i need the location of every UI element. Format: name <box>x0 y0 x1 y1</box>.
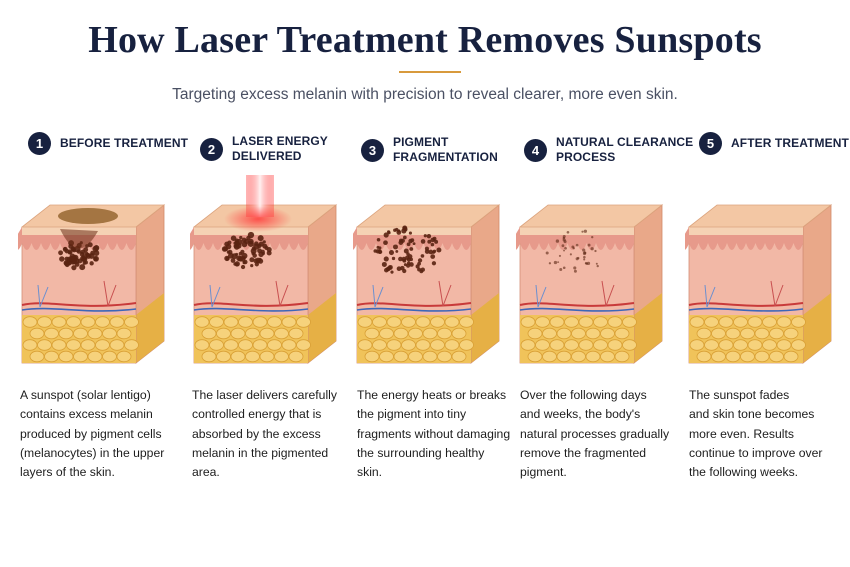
step-title: BEFORE TREATMENT <box>60 136 189 150</box>
page-title: How Laser Treatment Removes Sunspots <box>88 19 762 61</box>
step-2-header: 2 LASER ENERGY DELIVERED <box>200 134 328 164</box>
step-title: PIGMENT FRAGMENTATION <box>393 135 498 164</box>
step-number-badge: 5 <box>699 132 722 155</box>
step-5-header: 5 AFTER TREATMENT <box>699 132 849 155</box>
skin-block-fragmentation <box>353 204 501 364</box>
step-3-description: The energy heats or breaks the pigment i… <box>357 388 511 480</box>
step-title: AFTER TREATMENT <box>731 136 849 150</box>
step-5-description: The sunspot fades and skin tone becomes … <box>689 388 823 480</box>
step-1-header: 1 BEFORE TREATMENT <box>28 132 188 155</box>
skin-block-after <box>685 204 833 364</box>
title-divider <box>399 71 461 73</box>
step-4-header: 4 NATURAL CLEARANCE PROCESS <box>524 135 693 165</box>
step-number-badge: 4 <box>524 138 547 162</box>
step-1-description: A sunspot (solar lentigo) contains exces… <box>20 388 165 480</box>
step-number-badge: 3 <box>361 138 384 162</box>
step-number-badge: 1 <box>28 132 51 155</box>
skin-block-before <box>18 204 166 364</box>
step-title: NATURAL CLEARANCE PROCESS <box>556 135 694 164</box>
skin-block-laser <box>190 175 338 364</box>
step-3-header: 3 PIGMENT FRAGMENTATION <box>361 135 498 165</box>
step-4-description: Over the following days and weeks, the b… <box>520 388 670 480</box>
step-title: LASER ENERGY DELIVERED <box>232 134 328 163</box>
skin-block-clearance <box>516 204 664 364</box>
step-2-description: The laser delivers carefully controlled … <box>192 388 337 480</box>
step-number-badge: 2 <box>200 137 223 161</box>
page-subtitle: Targeting excess melanin with precision … <box>172 86 678 103</box>
